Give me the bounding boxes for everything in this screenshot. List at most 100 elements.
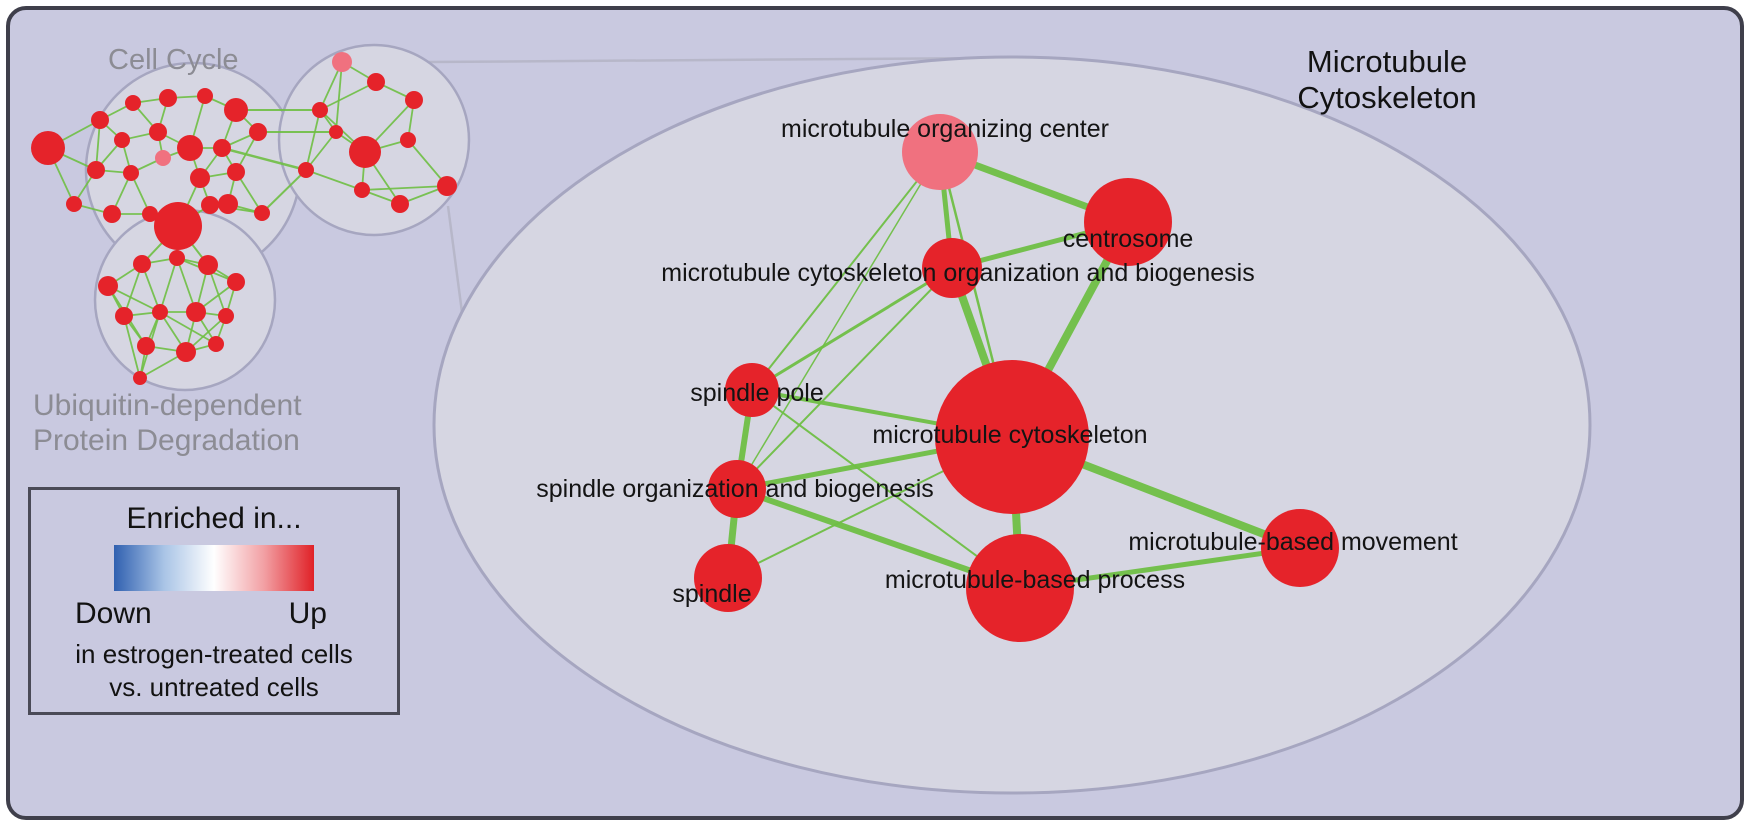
overview-node[interactable]	[154, 202, 202, 250]
overview-node[interactable]	[201, 196, 219, 214]
overview-node[interactable]	[103, 205, 121, 223]
overview-edge	[305, 169, 363, 191]
legend-gradient-bar	[114, 545, 314, 591]
node-microtubule-organizing-center[interactable]	[902, 114, 978, 190]
overview-node[interactable]	[149, 123, 167, 141]
overview-node[interactable]	[152, 304, 168, 320]
overview-node[interactable]	[125, 95, 141, 111]
overview-edge	[305, 131, 337, 171]
overview-node[interactable]	[332, 52, 352, 72]
overview-node[interactable]	[405, 91, 423, 109]
overview-node[interactable]	[169, 250, 185, 266]
edge-microtubule-organizing-center--spindle-organization-and-biogenesis	[736, 151, 941, 490]
overview-node[interactable]	[190, 168, 210, 188]
overview-node[interactable]	[218, 194, 238, 214]
overview-node[interactable]	[213, 139, 231, 157]
legend-title: Enriched in...	[126, 502, 302, 535]
overview-node[interactable]	[177, 135, 203, 161]
overview-node[interactable]	[137, 337, 155, 355]
legend-down-label: Down	[75, 597, 152, 630]
overview-node[interactable]	[329, 125, 343, 139]
overview-node[interactable]	[142, 206, 158, 222]
overview-node[interactable]	[367, 73, 385, 91]
overview-edge	[123, 315, 141, 379]
legend-caption-line2: vs. untreated cells	[109, 671, 319, 702]
overview-node[interactable]	[391, 195, 409, 213]
legend-up-label: Up	[288, 597, 327, 630]
overview-node[interactable]	[176, 342, 196, 362]
zoom-cone-line	[446, 205, 465, 321]
label-microtubule-organizing-center: microtubule organizing center	[781, 115, 1109, 143]
legend-caption-line1: in estrogen-treated cells	[75, 639, 353, 669]
label-microtubule-based-process: microtubule-based process	[885, 566, 1185, 594]
overview-node[interactable]	[208, 336, 224, 352]
overview-node[interactable]	[254, 205, 270, 221]
label-spindle-organization-and-biogenesis: spindle organization and biogenesis	[536, 475, 934, 503]
overview-cross-edge	[221, 146, 307, 172]
cluster-label-ubiquitin: Ubiquitin-dependent Protein Degradation	[33, 388, 302, 459]
overview-node[interactable]	[114, 132, 130, 148]
overview-edge	[305, 109, 321, 171]
overview-node[interactable]	[437, 176, 457, 196]
overview-edge	[159, 257, 178, 313]
overview-edge	[407, 139, 448, 187]
overview-node[interactable]	[186, 302, 206, 322]
detail-title-line2: Cytoskeleton	[1297, 79, 1477, 115]
overview-node[interactable]	[224, 98, 248, 122]
label-spindle-pole: spindle pole	[690, 379, 823, 407]
label-microtubule-cytoskeleton: microtubule cytoskeleton	[872, 421, 1147, 449]
overview-node[interactable]	[133, 255, 151, 273]
overview-edge	[319, 81, 377, 111]
overview-node[interactable]	[227, 163, 245, 181]
overview-edge	[361, 185, 448, 191]
overview-node[interactable]	[354, 182, 370, 198]
overview-node[interactable]	[312, 102, 328, 118]
overview-edge	[159, 311, 217, 345]
legend-ends: Down Up	[31, 595, 397, 631]
overview-node[interactable]	[66, 196, 82, 212]
overview-node[interactable]	[155, 150, 171, 166]
edge-spindle-pole--microtubule-based-process	[751, 389, 1021, 589]
overview-node[interactable]	[123, 165, 139, 181]
node-microtubule-cytoskeleton-organization-and-biogenesis[interactable]	[922, 238, 982, 298]
overview-node[interactable]	[91, 111, 109, 129]
node-centrosome[interactable]	[1084, 178, 1172, 266]
node-spindle[interactable]	[694, 544, 762, 612]
overview-node[interactable]	[159, 89, 177, 107]
overview-node[interactable]	[227, 273, 245, 291]
overview-node[interactable]	[298, 162, 314, 178]
label-microtubule-cytoskeleton-organization-and-biogenesis: microtubule cytoskeleton organization an…	[661, 259, 1254, 287]
legend-caption: in estrogen-treated cells vs. untreated …	[31, 638, 397, 703]
overview-node[interactable]	[87, 161, 105, 179]
overview-node[interactable]	[197, 88, 213, 104]
edge-microtubule-cytoskeleton-organization-and-biogenesis--spindle-pole	[751, 266, 953, 392]
overview-cross-edge	[261, 169, 307, 214]
node-microtubule-based-process[interactable]	[966, 534, 1074, 642]
detail-title-line1: Microtubule	[1306, 44, 1468, 79]
overview-node[interactable]	[400, 132, 416, 148]
overview-node[interactable]	[98, 276, 118, 296]
node-microtubule-based-movement[interactable]	[1261, 509, 1339, 587]
overview-node[interactable]	[198, 255, 218, 275]
edge-microtubule-cytoskeleton-organization-and-biogenesis--spindle-organization-and-biogenesis	[736, 267, 953, 490]
overview-node[interactable]	[115, 307, 133, 325]
label-microtubule-based-movement: microtubule-based movement	[1128, 528, 1457, 556]
cluster-label-ubiquitin-line2: Protein Degradation	[33, 424, 300, 458]
overview-node[interactable]	[349, 136, 381, 168]
zoom-cone-line	[427, 56, 1006, 64]
legend: Enriched in... Down Up in estrogen-treat…	[28, 487, 400, 715]
detail-title: Microtubule Cytoskeleton	[1262, 44, 1512, 116]
overview-node[interactable]	[249, 123, 267, 141]
node-spindle-pole[interactable]	[725, 363, 779, 417]
cluster-label-cell-cycle: Cell Cycle	[108, 44, 239, 76]
overview-node[interactable]	[133, 371, 147, 385]
edge-microtubule-organizing-center--spindle-pole	[751, 151, 941, 391]
overview-edge	[335, 61, 343, 133]
overview-edge	[123, 263, 143, 317]
overview-node[interactable]	[218, 308, 234, 324]
node-microtubule-cytoskeleton[interactable]	[935, 360, 1089, 514]
overview-node[interactable]	[31, 131, 65, 165]
node-spindle-organization-and-biogenesis[interactable]	[708, 460, 766, 518]
